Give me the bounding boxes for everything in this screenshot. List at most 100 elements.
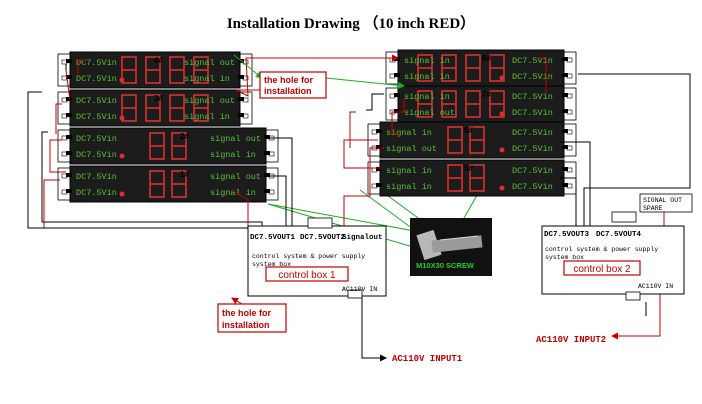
- panel-3-label-1-a: DC7.5Vin: [76, 112, 117, 122]
- panel-5-label-1-a: signal in: [386, 182, 432, 192]
- box1-label: control box 1: [278, 270, 336, 281]
- status-dot-icon: [499, 185, 505, 191]
- box2-power: AC110V IN: [638, 283, 673, 290]
- spare-signal-tag: SIGNAL OUT SPARE: [639, 193, 693, 213]
- digit-icon: [149, 132, 165, 160]
- box2-desc-2: system box: [545, 254, 584, 261]
- panel-7: signal in DC7.5Vin signal out DC7.5Vin 7#: [385, 85, 577, 123]
- panel-number-2: 2#: [180, 132, 189, 141]
- digit-icon: [465, 54, 481, 82]
- status-dot-icon: [119, 115, 125, 121]
- panel-3-label-1-b: signal in: [184, 112, 230, 122]
- panel-2-label-1-b: signal in: [210, 150, 256, 160]
- status-dot-icon: [499, 111, 505, 117]
- panel-8-label-0-b: DC7.5Vin: [512, 56, 553, 66]
- status-dot-icon: [119, 191, 125, 197]
- panel-2-label-0-b: signal out: [210, 134, 261, 144]
- panel-number-8: 8#: [482, 54, 491, 63]
- box1-port-3: Signalout: [342, 234, 383, 242]
- digit-icon: [121, 94, 137, 122]
- panel-3-label-0-a: DC7.5Vin: [76, 96, 117, 106]
- panel-7-label-1-b: DC7.5Vin: [512, 108, 553, 118]
- panel-number-3: 3#: [154, 94, 163, 103]
- digit-icon: [121, 56, 137, 84]
- box1-label-frame: [265, 266, 349, 282]
- hole-label-bottom-line1: the hole for: [222, 308, 271, 318]
- digit-icon: [171, 132, 187, 160]
- digit-icon: [447, 126, 463, 154]
- digit-icon: [469, 164, 485, 192]
- status-dot-icon: [119, 153, 125, 159]
- panel-6-label-1-b: DC7.5Vin: [512, 144, 553, 154]
- box2-port-1: DC7.5VOUT3: [544, 231, 590, 239]
- status-dot-icon: [499, 75, 505, 81]
- digit-icon: [417, 54, 433, 82]
- digit-icon: [169, 56, 185, 84]
- hole-label-top-line2: installation: [264, 86, 312, 96]
- box1-desc-1: control system & power supply: [252, 253, 365, 260]
- panel-4-label-0-b: signal out: [184, 58, 235, 68]
- box2-desc-1: control system & power supply: [545, 246, 658, 253]
- panel-1-label-1-a: DC7.5Vin: [76, 188, 117, 198]
- hole-arrows: [233, 54, 405, 89]
- box1-desc-2: system box: [252, 261, 291, 268]
- hole-label-bottom-line2: installation: [222, 320, 270, 330]
- box1-port-1: DC7.5VOUT1: [250, 234, 296, 242]
- digit-icon: [193, 56, 209, 84]
- panel-7-label-1-a: signal out: [404, 108, 455, 118]
- panel-8-label-0-a: signal in: [404, 56, 450, 66]
- digit-icon: [145, 56, 161, 84]
- hole-label-bottom: the hole for installation: [217, 297, 287, 333]
- box2-label: control box 2: [573, 264, 631, 275]
- panel-7-label-0-b: DC7.5Vin: [512, 92, 553, 102]
- panel-2-label-1-a: DC7.5Vin: [76, 150, 117, 160]
- panel-8-label-1-b: DC7.5Vin: [512, 72, 553, 82]
- panel-4-label-1-b: signal in: [184, 74, 230, 84]
- panel-number-5: 5#: [464, 164, 473, 173]
- bolt-photo: M10X30 SCREW: [410, 218, 492, 276]
- panel-number-7: 7#: [482, 90, 491, 99]
- digit-icon: [469, 126, 485, 154]
- digit-icon: [169, 94, 185, 122]
- ac-input-1: AC110V INPUT1: [392, 354, 463, 364]
- spare-line-2: SPARE: [643, 205, 663, 212]
- panel-number-1: 1#: [180, 170, 189, 179]
- panel-8-label-1-a: signal in: [404, 72, 450, 82]
- digit-icon: [441, 90, 457, 118]
- diagram-title: Installation Drawing （10 inch RED）: [226, 16, 476, 32]
- panel-number-4: 4#: [154, 56, 163, 65]
- panel-number-6: 6#: [464, 126, 473, 135]
- control-box-2: DC7.5VOUT3 DC7.5VOUT4 control system & p…: [541, 211, 685, 301]
- panel-2-label-0-a: DC7.5Vin: [76, 134, 117, 144]
- panel-6-label-0-b: DC7.5Vin: [512, 128, 553, 138]
- panel-8: signal in DC7.5Vin signal in DC7.5Vin 8#: [385, 49, 577, 87]
- panel-1-label-0-a: DC7.5Vin: [76, 172, 117, 182]
- panel-1-label-0-b: signal out: [210, 172, 261, 182]
- digit-icon: [489, 54, 505, 82]
- bolt-label: M10X30 SCREW: [416, 261, 475, 270]
- box1-connector: [307, 217, 333, 229]
- digit-icon: [171, 170, 187, 198]
- spare-line-1: SIGNAL OUT: [643, 197, 682, 204]
- panel-6-label-0-a: signal in: [386, 128, 432, 138]
- panel-5-label-0-b: DC7.5Vin: [512, 166, 553, 176]
- digit-icon: [417, 90, 433, 118]
- bolt-head-icon: [416, 229, 442, 261]
- panel-7-label-0-a: signal in: [404, 92, 450, 102]
- hole-label-top-line1: the hole for: [264, 75, 313, 85]
- box2-port-2: DC7.5VOUT4: [596, 231, 642, 239]
- digit-icon: [149, 170, 165, 198]
- panel-5-label-0-a: signal in: [386, 166, 432, 176]
- hole-label-top: the hole for installation: [259, 71, 327, 99]
- digit-icon: [193, 94, 209, 122]
- digit-icon: [447, 164, 463, 192]
- digit-icon: [145, 94, 161, 122]
